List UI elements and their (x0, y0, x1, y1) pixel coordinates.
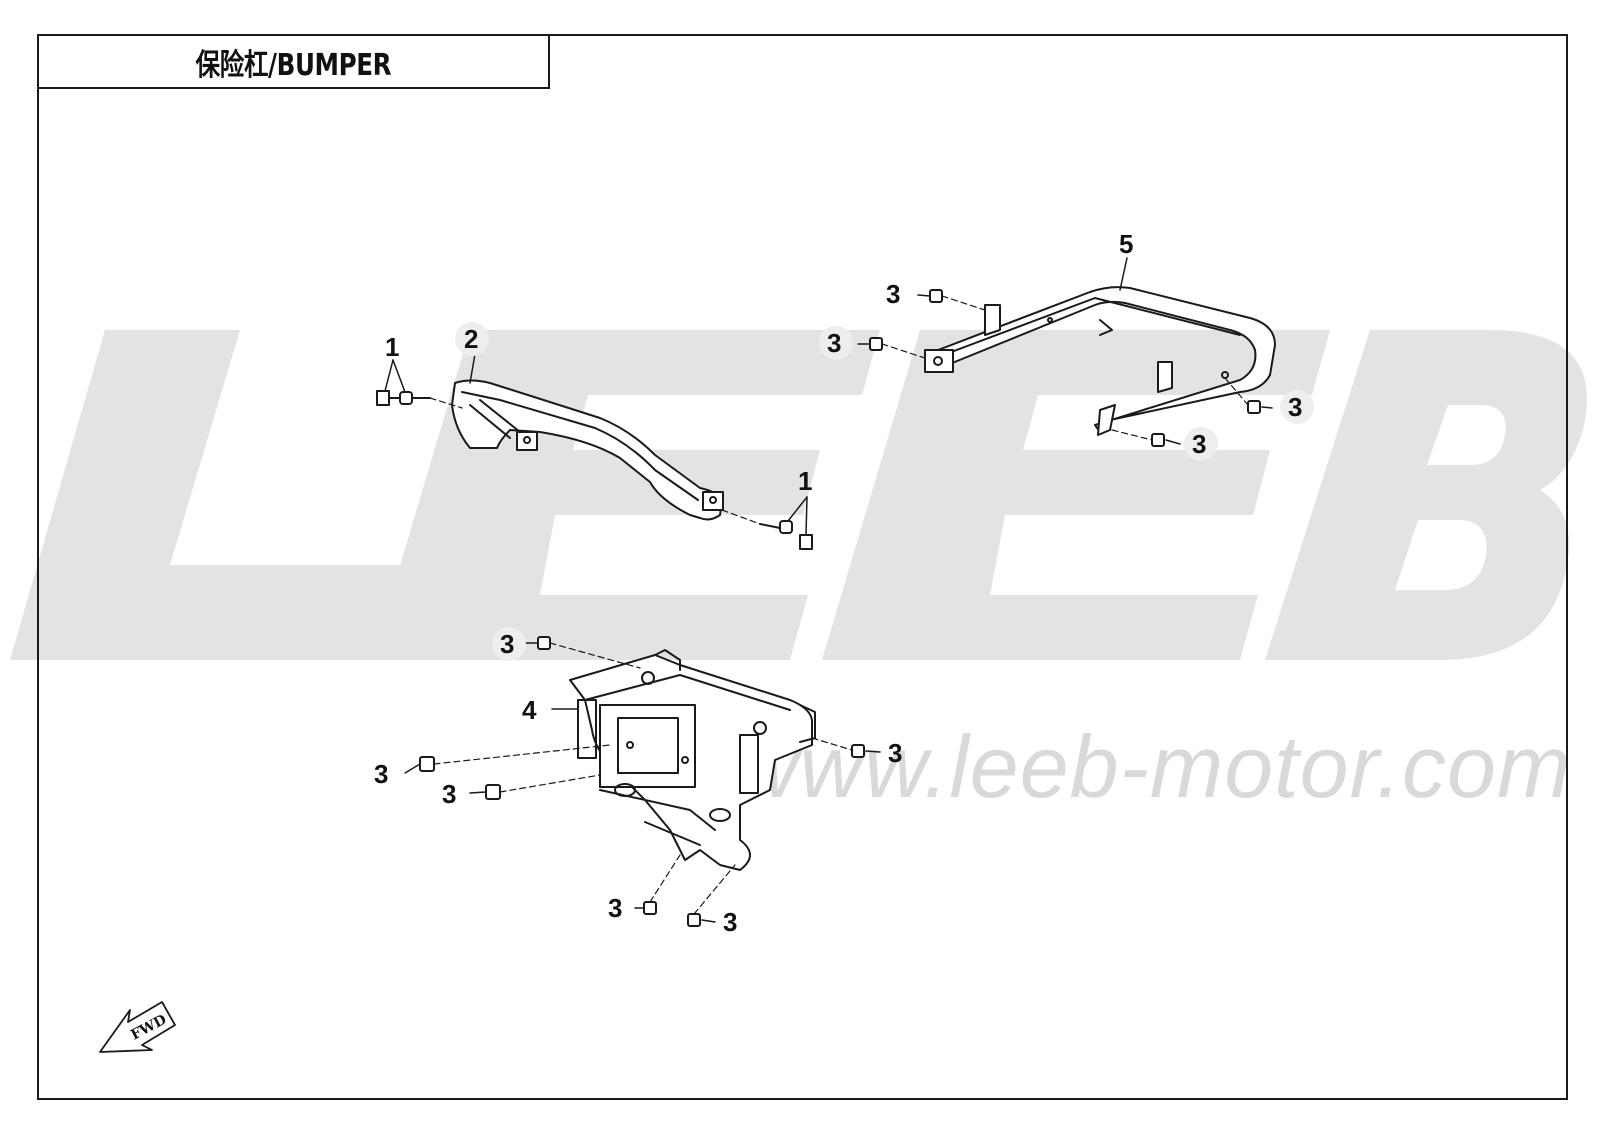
callout-2: 2 (464, 324, 478, 354)
part-3-bolts-upper (869, 289, 1261, 447)
title-box: 保险杠/BUMPER (37, 34, 550, 89)
callout-1-right: 1 (798, 466, 812, 496)
part-2-front-bar (451, 379, 724, 521)
callout-3-top: 3 (886, 279, 900, 309)
part-5-rear-bar (924, 286, 1276, 436)
callout-3-bracket-left-upper: 3 (374, 759, 388, 789)
part-4-skid-bracket (569, 649, 816, 871)
callout-1-left: 1 (385, 332, 399, 362)
callout-3-left-bar: 3 (827, 328, 841, 358)
leader-lines (384, 257, 1273, 923)
watermark-letters (10, 330, 1588, 660)
watermark-url: www.leeb-motor.com (735, 717, 1572, 816)
callout-3-bottom-left: 3 (608, 893, 622, 923)
callout-3-bracket-left-lower: 3 (442, 779, 456, 809)
callout-3-right-lower: 3 (1192, 429, 1206, 459)
drawing-frame (37, 34, 1568, 1100)
callout-3-right-upper: 3 (1288, 392, 1302, 422)
callouts: 1 2 1 5 3 3 3 3 3 4 3 3 3 3 3 FWD (128, 229, 1302, 1044)
callout-5: 5 (1119, 229, 1133, 259)
callout-4: 4 (522, 695, 537, 725)
fwd-arrow (99, 1001, 176, 1053)
callout-backgrounds (455, 322, 1314, 661)
part-1-bolts-right (721, 509, 813, 550)
page-title: 保险杠/BUMPER (195, 47, 392, 83)
callout-3-bottom-right: 3 (723, 907, 737, 937)
callout-3-bracket-top: 3 (500, 629, 514, 659)
callout-3-bracket-right: 3 (888, 738, 902, 768)
part-1-bolts-left (376, 390, 463, 409)
